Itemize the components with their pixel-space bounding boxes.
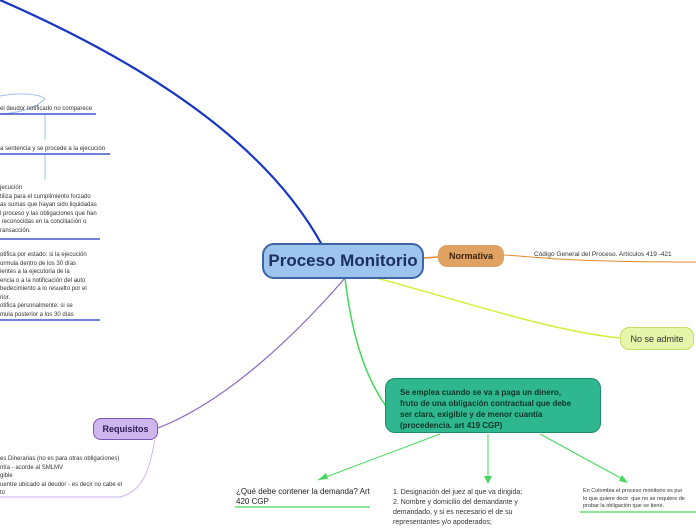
arrow-to-question <box>317 433 441 481</box>
left-topic-no-comparece[interactable]: el deudor notificado no comparece <box>0 106 93 112</box>
normativa-label: Normativa <box>448 251 493 261</box>
left-topic-requisitos-list[interactable]: es Dinerarias (no es para otras obligaci… <box>0 456 123 496</box>
link-normativa-code <box>503 254 696 263</box>
no-admite-node[interactable]: No se admite <box>620 327 694 350</box>
link-requisitos <box>157 277 346 429</box>
left-topic-notificacion[interactable]: otifica por estado: si la ejecución ormu… <box>0 252 87 318</box>
link-requisitos-child <box>119 439 156 498</box>
arrow-to-colombia <box>539 433 627 482</box>
arrowhead-question <box>318 473 328 480</box>
definicion-node[interactable]: Se emplea cuando se va a paga un dinero,… <box>385 378 601 433</box>
central-topic-node[interactable]: Proceso Monitorio <box>262 243 424 279</box>
normativa-node[interactable]: Normativa <box>438 245 504 267</box>
link-top-left <box>0 0 323 246</box>
link-definicion <box>344 277 387 407</box>
link-no-admite <box>344 269 621 339</box>
question-demanda-text[interactable]: ¿Qué debe contener la demanda? Art 420 C… <box>236 487 370 506</box>
central-topic-label: Proceso Monitorio <box>268 251 418 270</box>
definicion-text: Se emplea cuando se va a paga un dinero,… <box>400 388 572 430</box>
normativa-code-text[interactable]: Código General del Proceso. Artículos 41… <box>534 251 672 258</box>
requisitos-label: Requisitos <box>102 424 149 434</box>
arrowhead-list <box>484 476 492 484</box>
link-normativa <box>423 256 439 259</box>
left-topic-sentencia[interactable]: a sentencia y se procede a la ejecución <box>0 146 106 152</box>
link-left-1 <box>0 98 46 115</box>
left-topic-ejecucion[interactable]: jecución tiliza para el cumplimiento for… <box>0 185 97 234</box>
arrowhead-colombia <box>619 475 628 483</box>
demanda-contents-list[interactable]: 1. Designación del juez al que va dirigi… <box>393 489 523 526</box>
colombia-note-text[interactable]: En Colombia el proceso monitorio es pur … <box>583 488 685 509</box>
requisitos-node[interactable]: Requisitos <box>93 418 158 440</box>
link-left-arc <box>0 93 46 100</box>
no-admite-label: No se admite <box>630 333 684 344</box>
